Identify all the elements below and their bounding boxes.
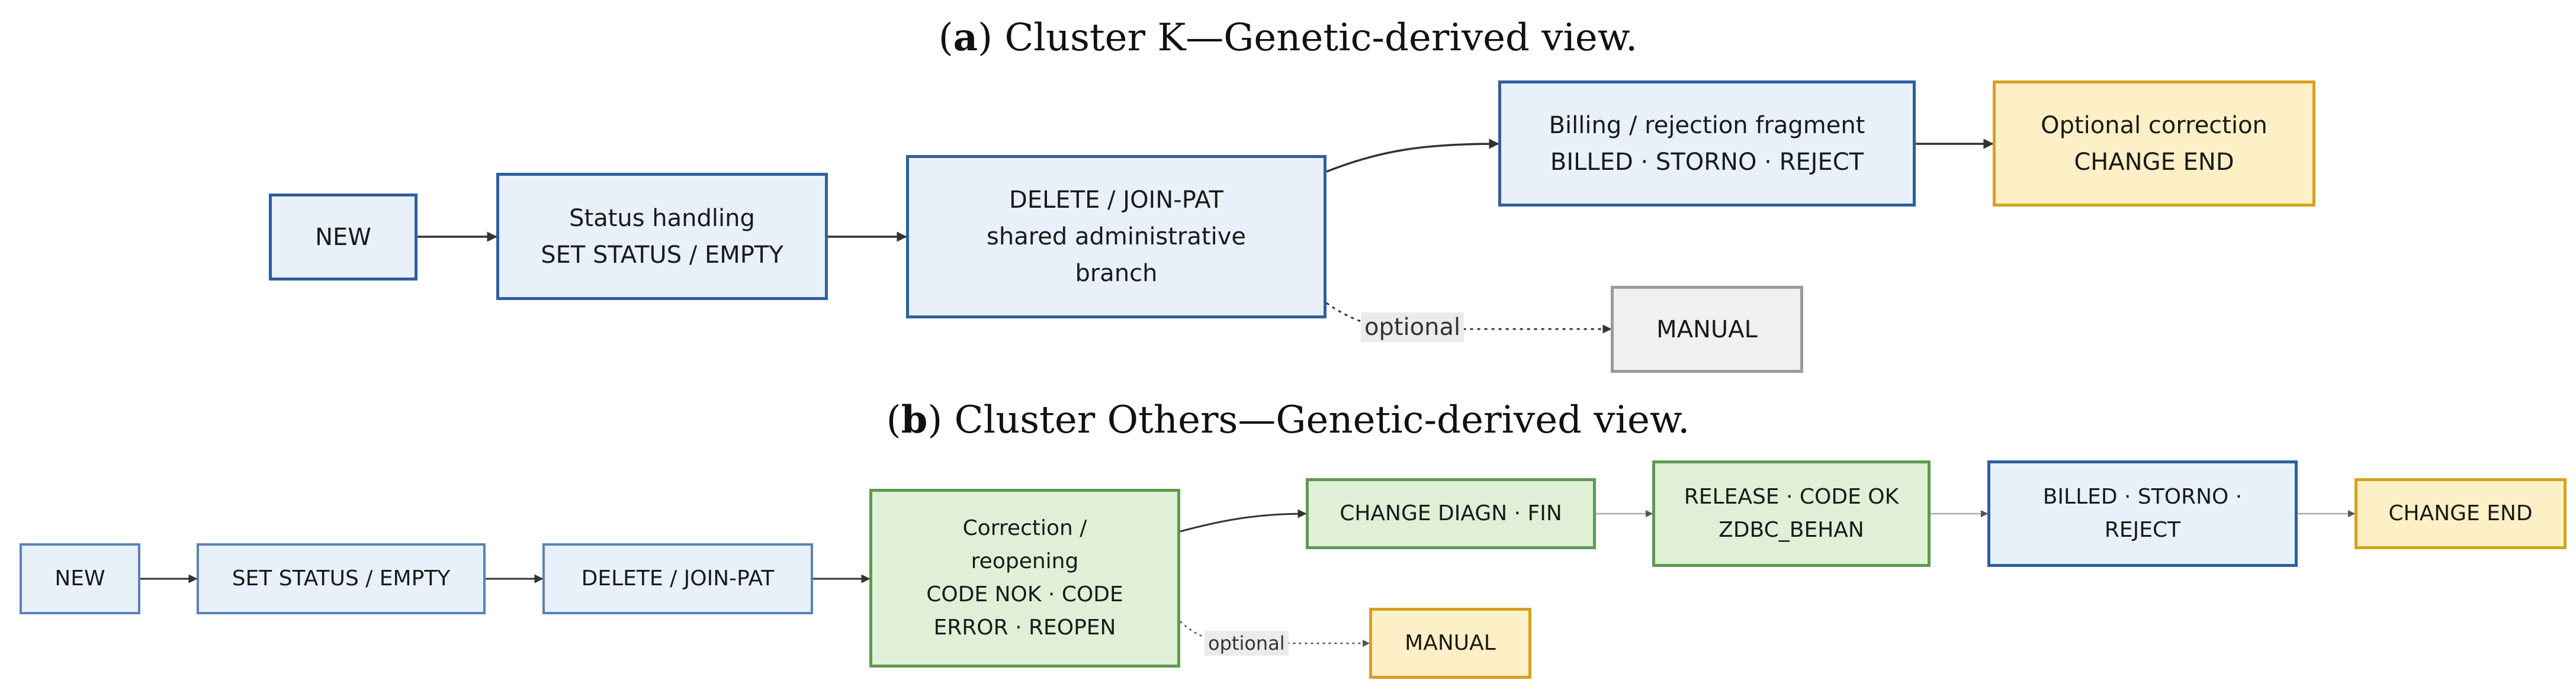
node-a-billing-line-2: BILLED · STORNO · REJECT bbox=[1550, 148, 1864, 176]
node-b-manual-line: MANUAL bbox=[1405, 631, 1496, 656]
node-a-optional-correction: Optional correction CHANGE END bbox=[1993, 80, 2315, 207]
node-a-billing-line-1: Billing / rejection fragment bbox=[1549, 111, 1865, 139]
node-b-billed-storno: BILLED · STORNO · REJECT bbox=[1987, 460, 2298, 567]
node-b-correction-reopening: Correction / reopening CODE NOK · CODE E… bbox=[869, 489, 1180, 668]
caption-a-text: Cluster K—Genetic-derived view. bbox=[1004, 16, 1638, 60]
node-a-correction-line-1: Optional correction bbox=[2041, 111, 2267, 139]
node-a-delete-line-2: shared administrative bbox=[987, 223, 1246, 250]
node-b-change-diagn-line: CHANGE DIAGN · FIN bbox=[1340, 501, 1562, 526]
node-b-correction-line-4: ERROR · REOPEN bbox=[933, 615, 1116, 640]
edge-b-optional-label: optional bbox=[1205, 631, 1289, 656]
edge-a-optional-label: optional bbox=[1361, 312, 1464, 342]
node-a-new-line: NEW bbox=[315, 223, 371, 251]
caption-a-letter: a bbox=[953, 15, 978, 60]
node-a-manual-line: MANUAL bbox=[1656, 315, 1758, 343]
node-a-billing-rejection: Billing / rejection fragment BILLED · ST… bbox=[1498, 80, 1916, 207]
caption-a: (a) Cluster K—Genetic-derived view. bbox=[938, 15, 1638, 60]
node-a-status-line-2: SET STATUS / EMPTY bbox=[541, 241, 783, 269]
caption-b-text: Cluster Others—Genetic-derived view. bbox=[954, 398, 1690, 442]
node-b-new: NEW bbox=[20, 543, 140, 614]
node-b-set-status: SET STATUS / EMPTY bbox=[197, 543, 486, 614]
caption-b: (b) Cluster Others—Genetic-derived view. bbox=[886, 398, 1690, 442]
edge-b-correction-changediagn bbox=[1180, 509, 1307, 533]
node-b-new-line: NEW bbox=[54, 566, 105, 591]
node-a-delete-line-1: DELETE / JOIN-PAT bbox=[1009, 186, 1223, 214]
node-b-correction-line-3: CODE NOK · CODE bbox=[926, 582, 1123, 607]
node-b-delete-join-pat: DELETE / JOIN-PAT bbox=[542, 543, 813, 614]
node-b-correction-line-1: Correction / bbox=[962, 516, 1087, 541]
node-b-billed-line-1: BILLED · STORNO · bbox=[2042, 485, 2243, 510]
node-a-status-line-1: Status handling bbox=[569, 204, 755, 232]
caption-b-letter: b bbox=[901, 398, 928, 442]
node-a-delete-line-3: branch bbox=[1075, 260, 1158, 287]
node-b-change-end-line: CHANGE END bbox=[2388, 501, 2533, 526]
node-a-manual: MANUAL bbox=[1611, 286, 1803, 373]
node-b-billed-line-2: REJECT bbox=[2104, 518, 2181, 542]
node-b-delete-line: DELETE / JOIN-PAT bbox=[581, 566, 775, 591]
node-b-change-end: CHANGE END bbox=[2355, 478, 2567, 549]
node-a-status-handling: Status handling SET STATUS / EMPTY bbox=[496, 173, 828, 300]
node-a-correction-line-2: CHANGE END bbox=[2074, 148, 2234, 176]
edge-a-delete-billing bbox=[1326, 138, 1499, 173]
node-b-release-line-2: ZDBC_BEHAN bbox=[1719, 518, 1864, 542]
node-b-release: RELEASE · CODE OK ZDBC_BEHAN bbox=[1652, 460, 1931, 567]
node-b-release-line-1: RELEASE · CODE OK bbox=[1684, 485, 1899, 510]
node-a-delete-join-pat: DELETE / JOIN-PAT shared administrative … bbox=[906, 155, 1326, 318]
node-b-set-status-line: SET STATUS / EMPTY bbox=[232, 566, 451, 591]
node-b-manual: MANUAL bbox=[1369, 608, 1531, 679]
node-a-new: NEW bbox=[269, 194, 417, 281]
node-b-change-diagn: CHANGE DIAGN · FIN bbox=[1306, 478, 1596, 549]
node-b-correction-line-2: reopening bbox=[971, 549, 1079, 574]
